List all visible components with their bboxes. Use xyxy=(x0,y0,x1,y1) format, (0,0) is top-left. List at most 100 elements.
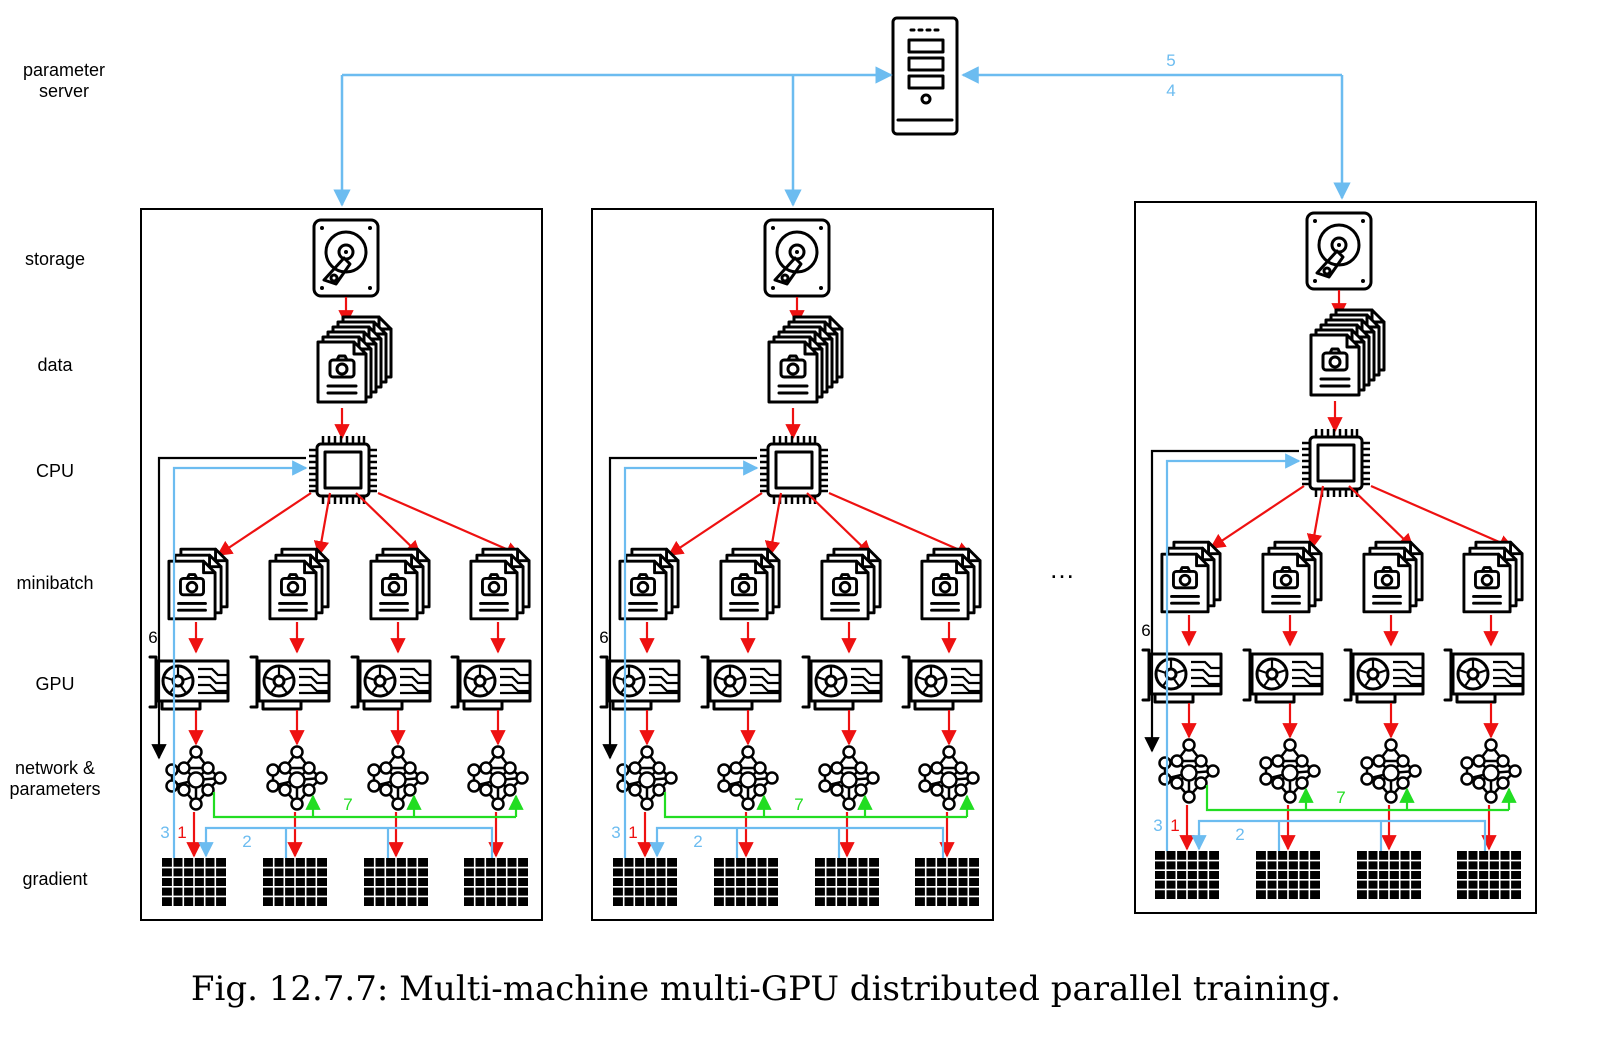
cpu-to-minibatch-arrow xyxy=(1370,484,1515,550)
hard-drive-icon xyxy=(763,218,831,298)
neural-network-icon xyxy=(818,745,880,811)
neural-network-icon xyxy=(1360,738,1422,804)
image-file-icon xyxy=(1160,552,1210,614)
cpu-to-minibatch-arrow xyxy=(216,492,312,556)
image-file-icon xyxy=(820,559,870,621)
server-links xyxy=(333,66,1351,207)
cpu-chip-icon xyxy=(758,434,830,506)
cpu-to-minibatch-arrow xyxy=(1348,485,1415,550)
gpu-card-icon xyxy=(1443,648,1525,704)
cpu-to-minibatch-arrow xyxy=(764,492,783,557)
cpu-to-minibatch-arrow xyxy=(806,492,873,557)
neural-network-icon xyxy=(717,745,779,811)
image-file-icon xyxy=(1309,333,1361,397)
row-label-parameter-server-1: parameter xyxy=(23,60,105,80)
sync-line xyxy=(212,792,516,819)
gradient-grid-icon xyxy=(814,857,880,907)
minibatch-icon xyxy=(469,547,531,621)
minibatch-icon xyxy=(369,547,431,621)
machine-frame xyxy=(591,208,994,921)
cpu-to-network-arrow xyxy=(602,456,757,760)
row-label-data: data xyxy=(37,355,73,375)
row-label-storage: storage xyxy=(25,249,85,269)
step-label-send: 3 xyxy=(160,823,169,842)
row-label-gradient: gradient xyxy=(22,869,87,889)
cpu-to-minibatch-arrow xyxy=(1306,485,1325,550)
step-label-broadcast: 7 xyxy=(794,795,803,814)
gradient-grid-icon xyxy=(1356,850,1422,900)
step-label-pull: 5 xyxy=(1166,51,1175,70)
gradient-grid-icon xyxy=(713,857,779,907)
neural-network-icon xyxy=(918,745,980,811)
row-label-network-2: parameters xyxy=(9,779,100,799)
minibatch-icon xyxy=(1462,540,1524,614)
step-label-aggregate: 2 xyxy=(242,832,251,851)
gradient-grid-icon xyxy=(463,857,529,907)
image-file-icon xyxy=(767,340,819,404)
neural-network-icon xyxy=(467,745,529,811)
step-label-push: 4 xyxy=(1166,81,1175,100)
image-file-icon xyxy=(1462,552,1512,614)
row-label-minibatch: minibatch xyxy=(16,573,93,593)
gradient-grid-icon xyxy=(1154,850,1220,900)
gradient-to-cpu-arrow xyxy=(172,460,308,858)
minibatch-icon xyxy=(618,547,680,621)
step-label-compute: 1 xyxy=(628,823,637,842)
gpu-card-icon xyxy=(700,655,782,711)
gpu-card-icon xyxy=(1141,648,1223,704)
image-file-icon xyxy=(1362,552,1412,614)
gpu-card-icon xyxy=(249,655,331,711)
step-label-broadcast: 7 xyxy=(343,795,352,814)
neural-network-icon xyxy=(165,745,227,811)
step-label-aggregate: 2 xyxy=(693,832,702,851)
neural-network-icon xyxy=(1460,738,1522,804)
cpu-to-minibatch-arrow xyxy=(667,492,763,556)
cpu-chip-icon xyxy=(1300,427,1372,499)
machine-frame xyxy=(140,208,543,921)
server-icon xyxy=(891,16,959,136)
gpu-card-icon xyxy=(450,655,532,711)
gradient-to-cpu-arrow xyxy=(623,460,759,858)
cpu-to-minibatch-arrow xyxy=(377,491,522,557)
step-label-compute: 1 xyxy=(177,823,186,842)
step-label-send: 3 xyxy=(611,823,620,842)
figure-caption: Fig. 12.7.7: Multi-machine multi-GPU dis… xyxy=(191,969,1341,1009)
more-machines-ellipsis: … xyxy=(1049,554,1075,584)
step-label-broadcast: 7 xyxy=(1336,788,1345,807)
gpu-card-icon xyxy=(1242,648,1324,704)
gradient-grid-icon xyxy=(1255,850,1321,900)
cpu-to-minibatch-arrow xyxy=(313,492,332,557)
gradient-to-cpu-arrow xyxy=(1165,453,1301,851)
image-file-icon xyxy=(316,340,368,404)
neural-network-icon xyxy=(266,745,328,811)
cpu-to-network-arrow xyxy=(151,456,306,760)
gpu-card-icon xyxy=(901,655,983,711)
cpu-chip-icon xyxy=(307,434,379,506)
image-file-icon xyxy=(268,559,318,621)
neural-network-icon xyxy=(367,745,429,811)
sync-line xyxy=(663,792,967,819)
gpu-card-icon xyxy=(350,655,432,711)
gradient-grid-icon xyxy=(612,857,678,907)
minibatch-icon xyxy=(820,547,882,621)
step-label-send: 3 xyxy=(1153,816,1162,835)
minibatch-icon xyxy=(1160,540,1222,614)
row-label-network-1: network & xyxy=(15,758,95,778)
image-stack-icon xyxy=(767,315,844,404)
image-file-icon xyxy=(719,559,769,621)
cpu-to-minibatch-arrow xyxy=(355,492,422,557)
neural-network-icon xyxy=(1158,738,1220,804)
image-file-icon xyxy=(369,559,419,621)
gpu-card-icon xyxy=(801,655,883,711)
hard-drive-icon xyxy=(312,218,380,298)
image-stack-icon xyxy=(1309,308,1386,397)
gradient-grid-icon xyxy=(1456,850,1522,900)
step-label-compute: 1 xyxy=(1170,816,1179,835)
image-stack-icon xyxy=(316,315,393,404)
image-file-icon xyxy=(618,559,668,621)
